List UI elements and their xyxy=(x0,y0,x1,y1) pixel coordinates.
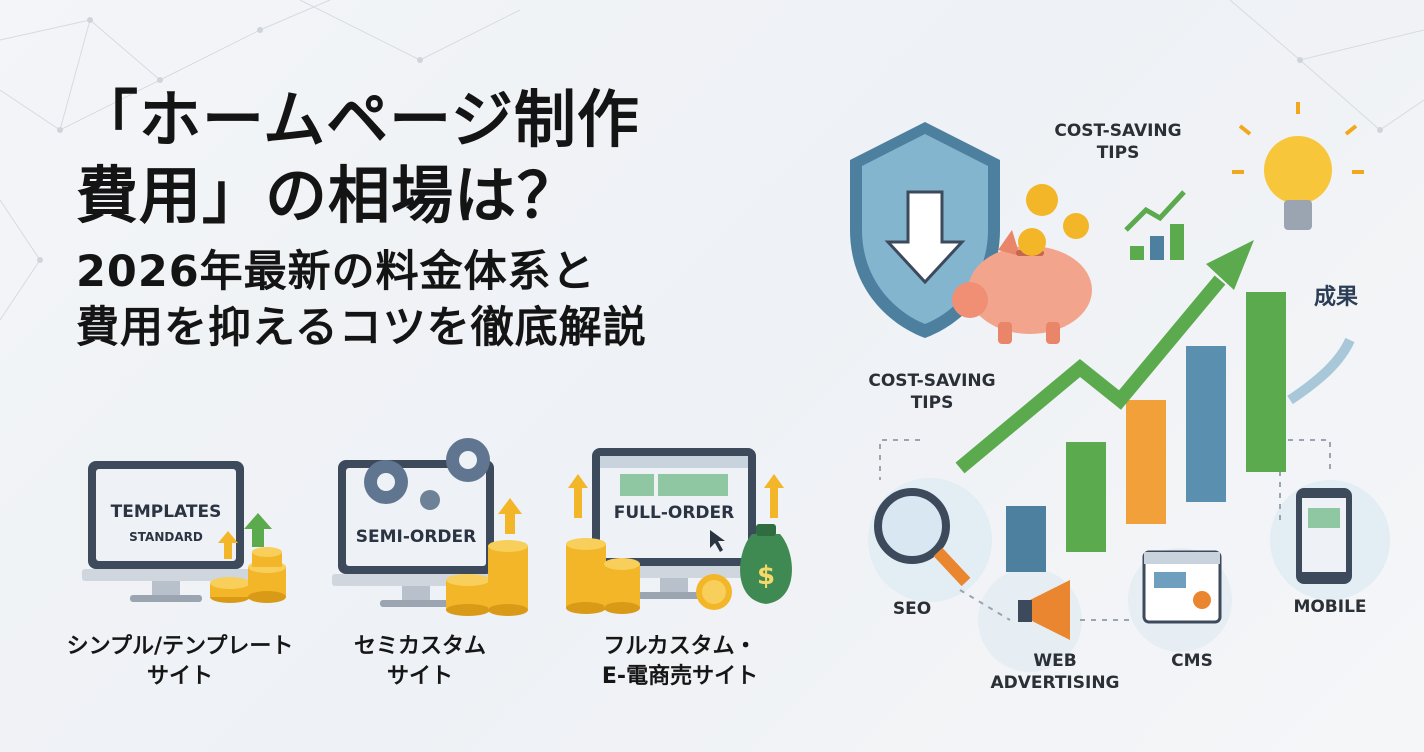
cost-saving-top-line-1: COST-SAVING xyxy=(1054,121,1182,141)
coin-stack-icon xyxy=(566,538,732,614)
up-arrow-icon xyxy=(568,474,588,518)
semi-order-screen-title: SEMI-ORDER xyxy=(356,527,477,547)
money-bag-icon: $ xyxy=(740,524,792,604)
templates-screen-subtitle: STANDARD xyxy=(129,530,203,544)
full-order-caption-line-1: フルカスタム・ xyxy=(603,634,757,659)
semi-order-monitor-illustration: SEMI-ORDER xyxy=(332,438,528,616)
svg-text:$: $ xyxy=(757,561,775,591)
web-advertising-line-1: WEB xyxy=(1033,651,1077,671)
cost-saving-tips-left: COST-SAVING TIPS xyxy=(832,370,1032,414)
cms-label: CMS xyxy=(1171,651,1213,671)
templates-caption-line-2: サイト xyxy=(146,664,213,689)
up-arrow-icon xyxy=(498,498,522,534)
coin-stack-icon xyxy=(210,547,286,603)
cost-saving-infographic xyxy=(850,102,1390,672)
templates-caption: シンプル/テンプレート サイト xyxy=(40,632,320,692)
full-order-screen-title: FULL-ORDER xyxy=(614,503,735,523)
full-order-monitor-illustration: FULL-ORDER $ xyxy=(566,448,792,614)
mobile-phone-icon xyxy=(1296,488,1352,584)
full-order-caption: フルカスタム・ E-電商売サイト xyxy=(565,632,795,692)
up-arrow-icon xyxy=(218,513,272,559)
web-advertising-line-2: ADVERTISING xyxy=(990,673,1120,693)
semi-order-caption: セミカスタム サイト xyxy=(305,632,535,692)
result-arrow xyxy=(1287,337,1355,405)
piggy-bank-icon xyxy=(952,184,1092,344)
templates-caption-line-1: シンプル/テンプレート xyxy=(66,634,294,659)
cost-saving-left-line-2: TIPS xyxy=(910,393,954,413)
mini-bar-chart-icon xyxy=(1124,190,1186,260)
mobile-label: MOBILE xyxy=(1293,597,1367,617)
browser-gear-icon xyxy=(1142,550,1222,624)
coin-stack-icon xyxy=(446,540,528,616)
magnifier-icon xyxy=(874,488,971,587)
up-arrow-icon xyxy=(764,474,784,518)
growth-arrow-head xyxy=(1206,240,1254,290)
cost-saving-tips-top: COST-SAVING TIPS xyxy=(1018,120,1218,164)
cost-saving-top-line-2: TIPS xyxy=(1096,143,1140,163)
templates-monitor-illustration: TEMPLATES STANDARD xyxy=(82,461,286,603)
result-label: 成果 xyxy=(1313,285,1358,310)
seo-label: SEO xyxy=(892,599,932,619)
growth-arrow xyxy=(955,275,1226,474)
web-advertising-label: WEB ADVERTISING xyxy=(975,650,1135,694)
gear-icon xyxy=(364,438,490,510)
headline-line-1: 「ホームページ制作 xyxy=(76,83,640,156)
growth-bars xyxy=(1006,292,1286,572)
semi-order-caption-line-1: セミカスタム xyxy=(353,634,486,659)
templates-screen-title: TEMPLATES xyxy=(111,502,222,522)
megaphone-icon xyxy=(1018,580,1070,640)
semi-order-caption-line-2: サイト xyxy=(386,664,453,689)
cursor-icon xyxy=(710,530,725,552)
cost-saving-left-line-1: COST-SAVING xyxy=(868,371,996,391)
headline-line-3: 2026年最新の料金体系と xyxy=(76,247,596,297)
headline: 「ホームページ制作 費用」の相場は？ 2026年最新の料金体系と 費用を抑えるコ… xyxy=(76,82,816,356)
full-order-caption-line-2: E-電商売サイト xyxy=(601,664,759,689)
lightbulb-icon xyxy=(1232,102,1364,230)
headline-line-2: 費用」の相場は？ xyxy=(76,159,581,232)
headline-line-4: 費用を抑えるコツを徹底解説 xyxy=(76,303,647,353)
